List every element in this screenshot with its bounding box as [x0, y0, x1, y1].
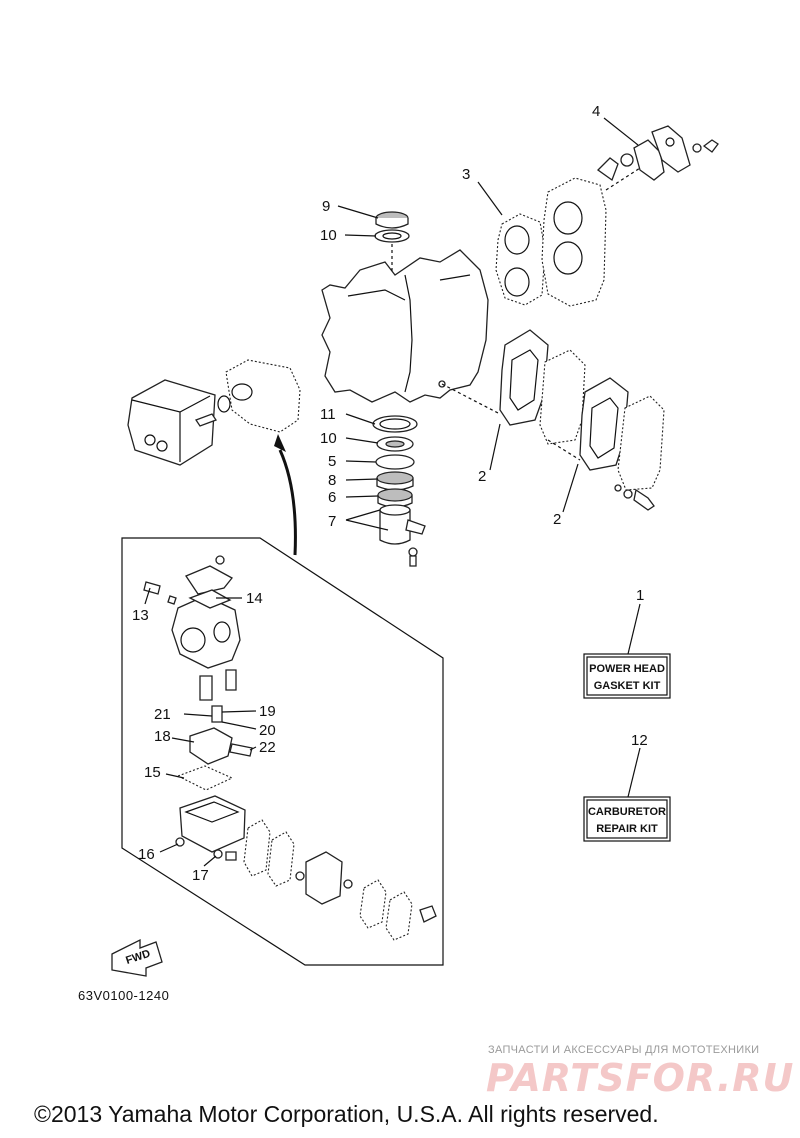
lower-seal-stack [372, 415, 426, 545]
callout-16: 16 [138, 846, 155, 863]
callout-17: 17 [192, 867, 209, 884]
kit-label-carburetor-line1: CARBURETOR [588, 806, 666, 818]
callout-1: 1 [636, 587, 644, 604]
callout-22: 22 [259, 739, 276, 756]
o-ring-top [374, 229, 410, 243]
callout-7: 7 [328, 513, 336, 530]
callout-3: 3 [462, 166, 470, 183]
exhaust-gasket-outer [579, 377, 629, 471]
carburetor-repair-kit-box: CARBURETOR REPAIR KIT [583, 796, 671, 842]
diagram-doc-number: 63V0100-1240 [78, 988, 170, 1003]
callout-2-outer: 2 [553, 511, 561, 528]
arrow-head [274, 434, 286, 452]
intake-manifold [217, 359, 301, 433]
callout-8: 8 [328, 472, 336, 489]
callout-19: 19 [259, 703, 276, 720]
cylinder-head [541, 177, 607, 307]
callout-20: 20 [259, 722, 276, 739]
callout-9: 9 [322, 198, 330, 215]
callout-10-top: 10 [320, 227, 337, 244]
assembly-arrow [278, 449, 297, 556]
watermark-logo: PARTSFOR.RU [486, 1056, 795, 1100]
exhaust-gasket-inner [499, 329, 549, 426]
carburetor-body [143, 555, 241, 669]
callout-10-lower: 10 [320, 430, 337, 447]
kit-label-power-head-line2: GASKET KIT [594, 680, 661, 692]
power-head-gasket-kit-box: POWER HEAD GASKET KIT [583, 653, 671, 699]
callout-18: 18 [154, 728, 171, 745]
intake-silencer [127, 379, 217, 466]
kit-label-power-head-line1: POWER HEAD [589, 663, 665, 675]
callout-21: 21 [154, 706, 171, 723]
callout-11: 11 [320, 406, 336, 423]
callout-5: 5 [328, 453, 336, 470]
callout-numbers: 1 2 2 3 4 5 6 7 8 9 10 10 11 12 13 14 15… [132, 103, 648, 884]
copyright-notice: ©2013 Yamaha Motor Corporation, U.S.A. A… [34, 1101, 659, 1127]
exhaust-cover-outer [617, 395, 665, 491]
fwd-arrow: FWD [111, 938, 163, 977]
callout-12: 12 [631, 732, 648, 749]
callout-14: 14 [246, 590, 263, 607]
lower-bolt [408, 547, 418, 567]
carb-gaskets-lower [243, 819, 437, 941]
callout-15: 15 [144, 764, 161, 781]
float-chamber [175, 795, 246, 861]
callout-13: 13 [132, 607, 149, 624]
float [189, 727, 253, 765]
float-chamber-gasket [176, 765, 234, 791]
leader-lines [144, 117, 641, 867]
kit-label-carburetor-line2: REPAIR KIT [596, 823, 658, 835]
cylinder-head-gasket [495, 213, 546, 306]
callout-2-inner: 2 [478, 468, 486, 485]
callout-4: 4 [592, 103, 600, 120]
exhaust-cover-inner [539, 349, 586, 445]
watermark-caption: ЗАПЧАСТИ И АКСЕССУАРЫ ДЛЯ МОТОТЕХНИКИ [488, 1044, 760, 1056]
carburetor-detail-frame [121, 537, 444, 966]
callout-6: 6 [328, 489, 336, 506]
float-valve [199, 669, 237, 723]
oil-seal-top [375, 211, 409, 229]
thermostat-cover [596, 125, 719, 182]
exhaust-bolt [614, 484, 655, 511]
cylinder-block [321, 249, 489, 403]
